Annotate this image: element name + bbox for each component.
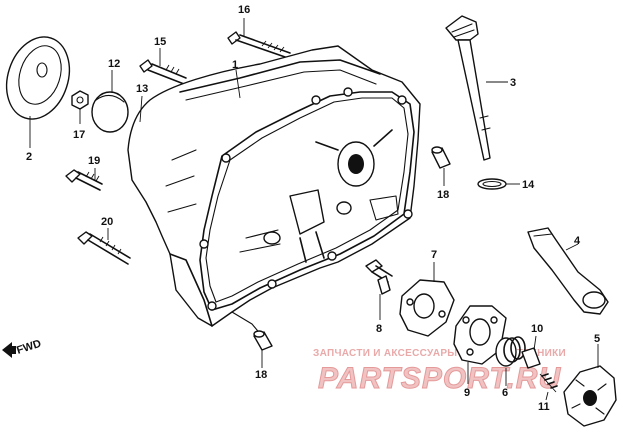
part-5-rotor [563, 365, 617, 427]
label-part-20: 20 [101, 216, 113, 228]
leader-lines [29, 18, 599, 401]
label-part-15: 15 [154, 36, 166, 48]
part-3-dipstick [445, 15, 491, 161]
watermark: ЗАПЧАСТИ И АКСЕССУАРЫ ДЛЯ МОТОТЕХНИКИ PA… [313, 348, 566, 396]
forward-arrow-icon [2, 342, 16, 358]
label-part-18-lower: 18 [255, 369, 267, 381]
part-17-nut [71, 90, 89, 110]
part-8-shaft [365, 259, 393, 295]
part-4-lever-arm [527, 227, 609, 315]
label-part-10: 10 [531, 323, 543, 335]
part-18-dowel-upper [431, 146, 451, 169]
part-2-disc-cover [5, 36, 71, 120]
label-part-11: 11 [538, 401, 550, 413]
part-15-bolt [139, 59, 187, 85]
part-14-o-ring [477, 178, 507, 190]
label-part-12: 12 [108, 58, 120, 70]
label-part-1: 1 [232, 59, 238, 71]
part-11-spring [539, 373, 558, 393]
forward-direction-indicator: FWD [2, 338, 43, 358]
label-part-18-upper: 18 [437, 189, 449, 201]
label-part-4: 4 [574, 235, 581, 247]
part-12-cap [91, 91, 129, 133]
label-part-9: 9 [464, 387, 470, 399]
label-part-16: 16 [238, 4, 250, 16]
label-part-17: 17 [73, 129, 85, 141]
label-part-6: 6 [502, 387, 508, 399]
label-part-8: 8 [376, 323, 382, 335]
part-18-dowel-lower [253, 330, 273, 351]
part-7-plate [399, 279, 455, 337]
part-10-pin [521, 347, 541, 369]
label-part-19: 19 [88, 155, 100, 167]
label-part-5: 5 [594, 333, 600, 345]
label-part-7: 7 [431, 249, 437, 261]
part-20-bolt [77, 231, 131, 265]
part-19-bolt [65, 169, 103, 191]
part-1-crankcase-cover [127, 45, 421, 337]
fwd-label: FWD [15, 338, 43, 357]
part-16-bolt [227, 31, 291, 59]
callout-labels: 2 12 13 17 16 15 1 3 19 20 18 14 4 7 8 1… [26, 4, 600, 413]
watermark-logo: PARTSPORT.RU [318, 362, 561, 395]
part-6-spring [495, 336, 526, 367]
label-part-2: 2 [26, 151, 32, 163]
label-part-13: 13 [136, 83, 148, 95]
part-9-gasket [453, 305, 507, 365]
label-part-3: 3 [510, 77, 516, 89]
watermark-text: ЗАПЧАСТИ И АКСЕССУАРЫ ДЛЯ МОТОТЕХНИКИ [313, 348, 566, 359]
label-part-14: 14 [522, 179, 535, 191]
